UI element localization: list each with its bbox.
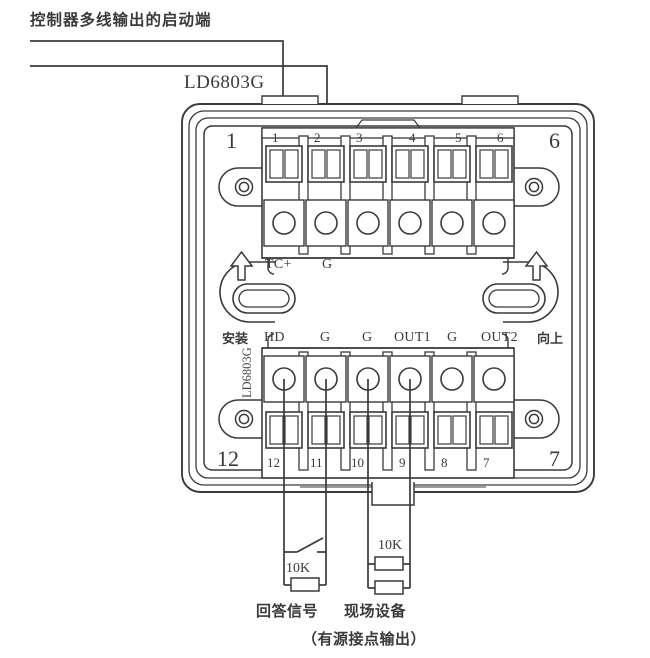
bottom-terminal-block [261, 333, 515, 479]
bottom-terminal-number-9: 9 [399, 455, 406, 470]
bottom-terminal-label-g-2: G [362, 330, 373, 345]
field-device-circuit [368, 556, 410, 595]
mount-right-text: 向上 [537, 332, 564, 347]
top-terminal-block [261, 119, 515, 275]
corner-number-top-left: 1 [226, 128, 237, 153]
bottom-terminal-number-7: 7 [483, 455, 490, 470]
slot-right [482, 261, 559, 323]
top-terminal-label-g: G [322, 257, 333, 272]
corner-number-top-right: 6 [549, 128, 560, 153]
bottom-terminal-number-8: 8 [441, 455, 448, 470]
arrow-up-left-icon [229, 250, 254, 281]
footer-note: （有源接点输出） [302, 630, 427, 648]
top-terminal-number-4: 4 [409, 130, 416, 145]
bottom-terminal-label-out2: OUT2 [481, 330, 518, 345]
arrow-up-right-icon [524, 250, 549, 281]
bottom-terminal-number-12: 12 [267, 455, 280, 470]
resistor-10k-left [290, 577, 320, 592]
mounting-ear-bottom-right [509, 399, 560, 439]
footer-answer-signal: 回答信号 [256, 602, 319, 620]
bottom-terminal-label-out1: OUT1 [394, 330, 431, 345]
diagram-title: 控制器多线输出的启动端 [30, 11, 212, 29]
top-terminal-number-6: 6 [497, 130, 504, 145]
resistor-label-right: 10K [378, 538, 403, 553]
resistor-label-left: 10K [286, 561, 311, 576]
bottom-terminal-number-11: 11 [310, 455, 323, 470]
corner-number-bottom-left: 12 [217, 446, 239, 471]
resistor-10k-right-top [374, 556, 404, 571]
top-terminal-number-2: 2 [314, 130, 321, 145]
contact-blade-icon [296, 537, 324, 553]
mounting-ear-top-right [509, 167, 560, 207]
footer-field-device: 现场设备 [344, 602, 407, 620]
model-label: LD6803G [184, 72, 265, 93]
model-vertical-label: LD6803G [240, 347, 254, 398]
top-terminal-label-tc-plus: TC+ [265, 257, 292, 272]
slot-left [219, 261, 296, 323]
housing-top-tabs [261, 95, 519, 104]
field-wiring [283, 379, 411, 588]
bottom-terminal-label-g-1: G [320, 330, 331, 345]
bottom-terminal-number-10: 10 [351, 455, 364, 470]
mounting-ear-top-left [218, 167, 269, 207]
bottom-terminal-label-hd: HD [264, 330, 285, 345]
top-terminal-number-1: 1 [272, 130, 279, 145]
answer-signal-circuit [284, 537, 326, 592]
bottom-terminal-label-g-3: G [447, 330, 458, 345]
housing-bottom-tab [300, 482, 486, 506]
mounting-ear-bottom-left [218, 399, 269, 439]
resistor-10k-right-bottom [374, 580, 404, 595]
top-terminal-number-5: 5 [455, 130, 462, 145]
top-terminal-number-3: 3 [356, 130, 363, 145]
mount-left-text: 安装 [222, 332, 249, 347]
corner-number-bottom-right: 7 [549, 446, 560, 471]
